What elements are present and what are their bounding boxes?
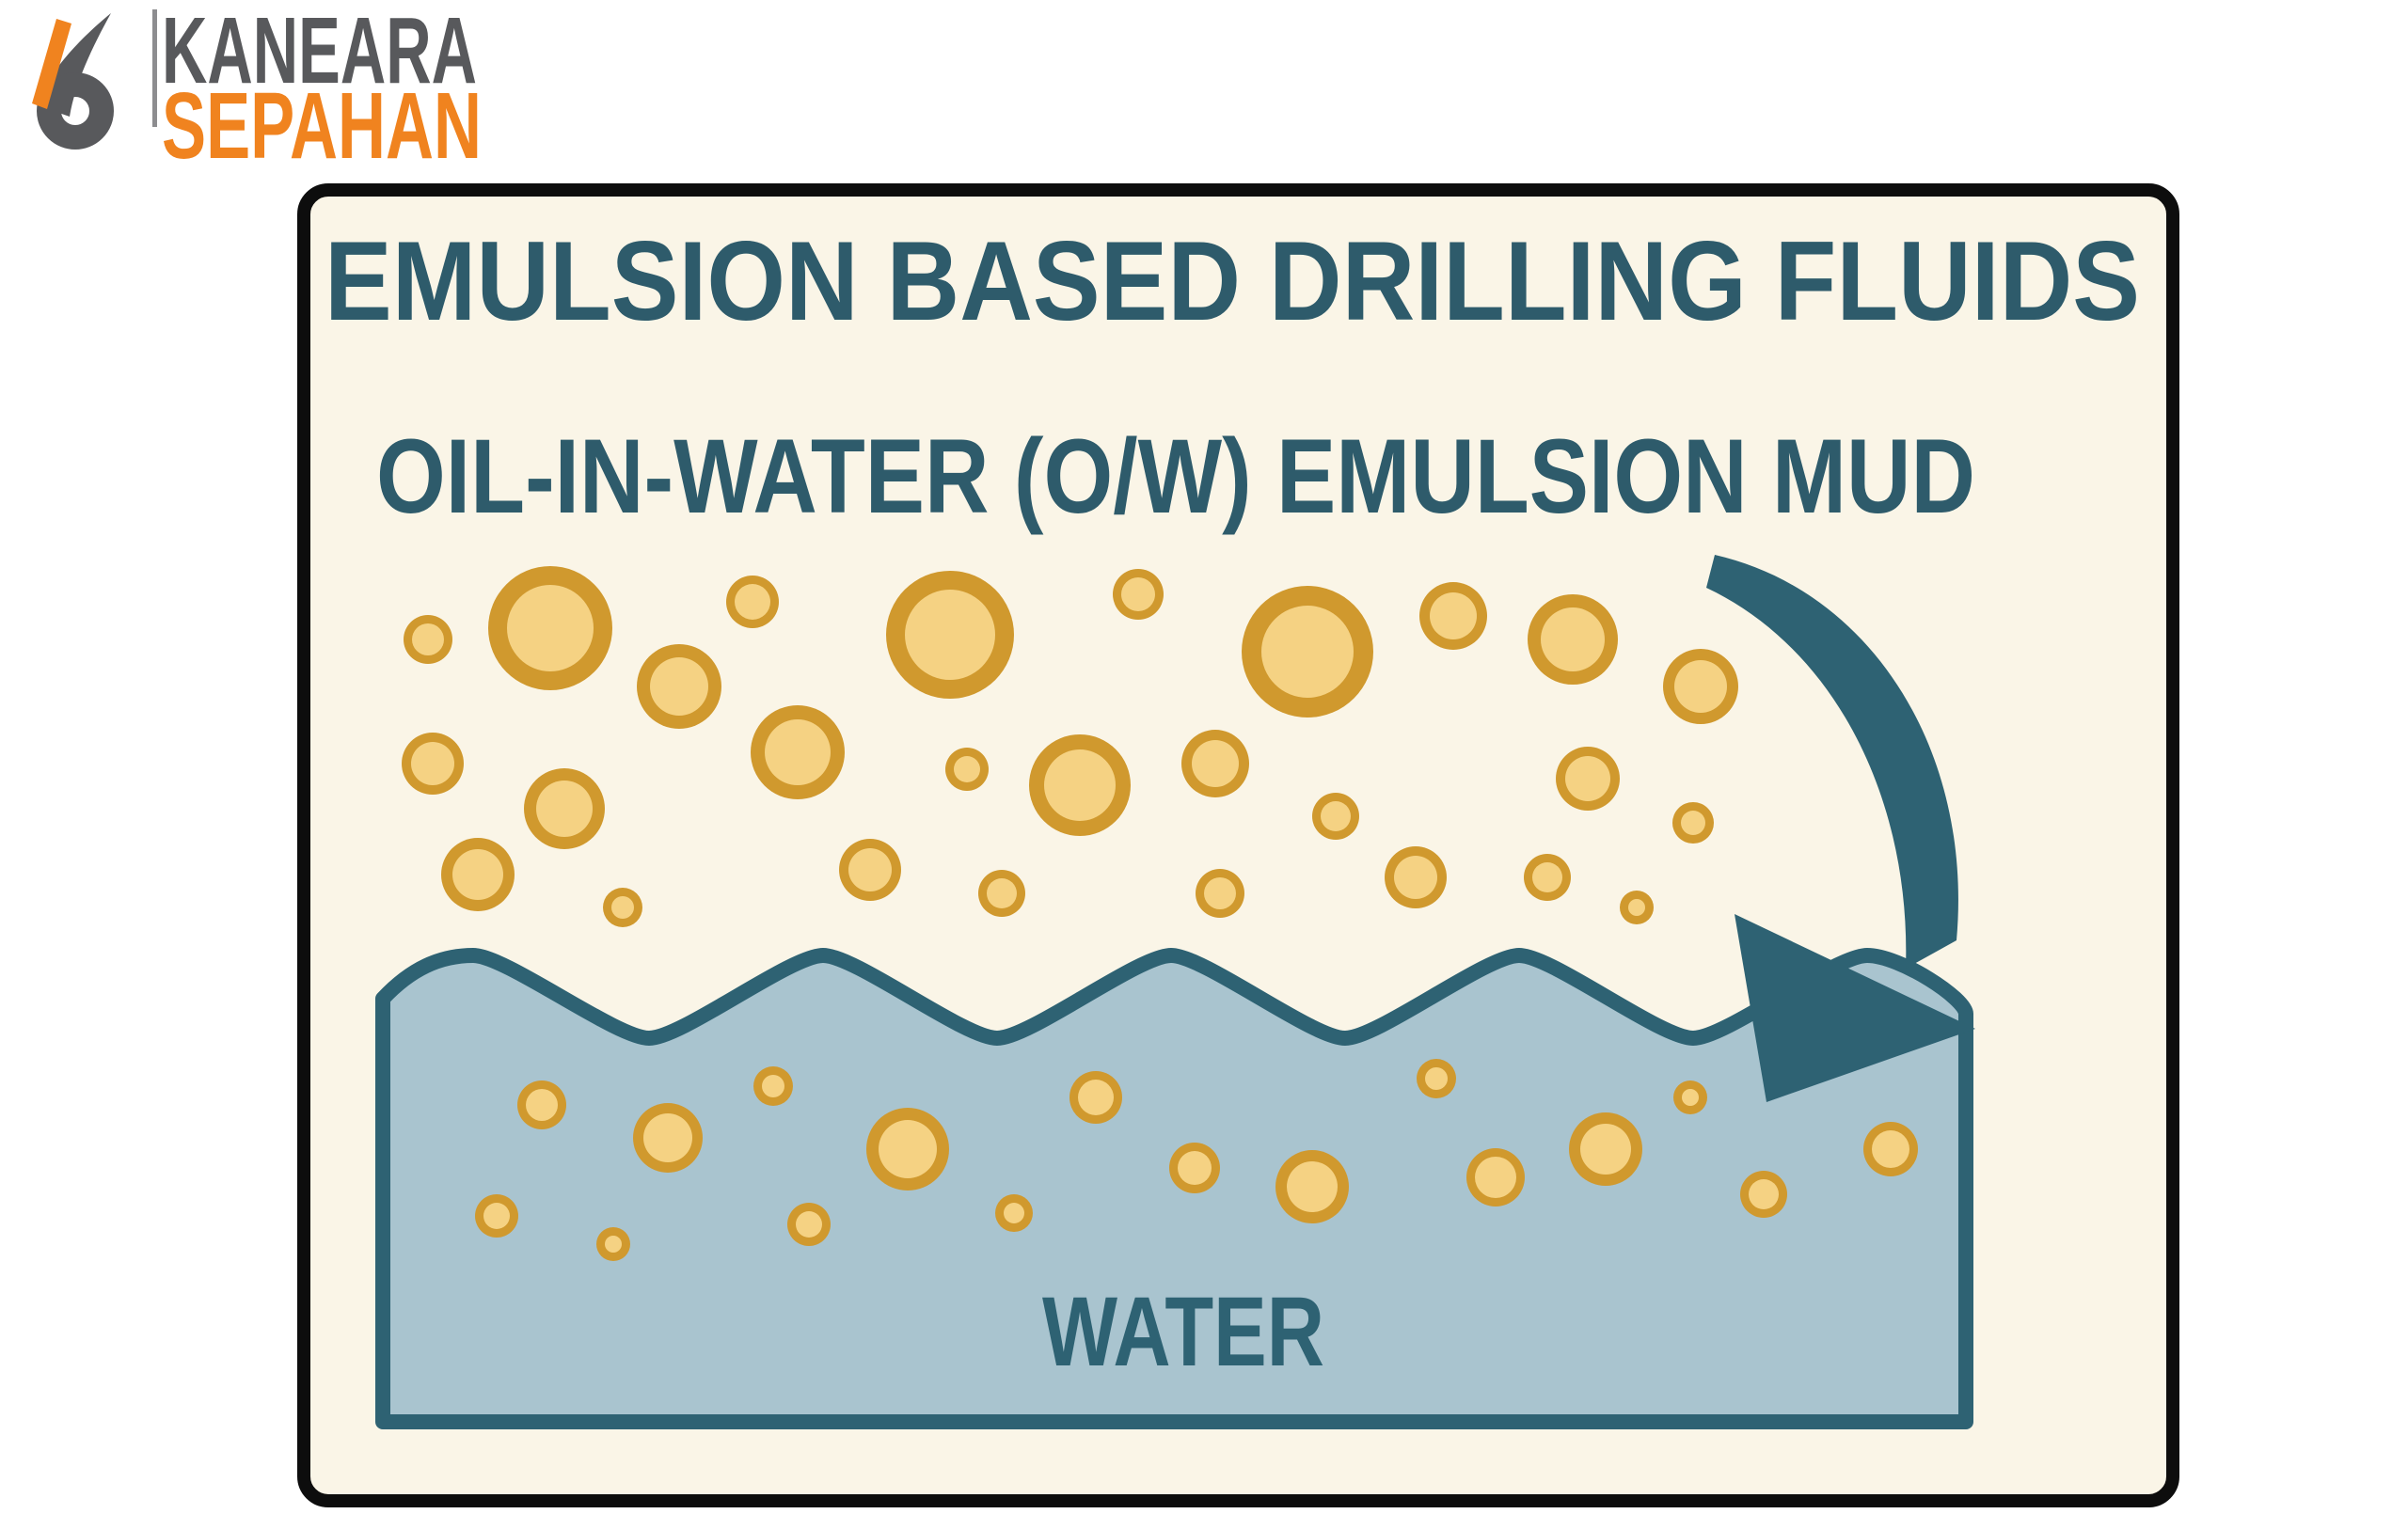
oil-droplet xyxy=(452,849,503,900)
water-label: WATER xyxy=(1042,1277,1324,1387)
oil-droplet xyxy=(1004,1203,1024,1223)
oil-droplet xyxy=(1674,660,1727,713)
logo-bowl-shape xyxy=(37,72,114,150)
oil-droplet xyxy=(1872,1130,1909,1168)
oil-droplet xyxy=(1287,1161,1338,1212)
oil-droplet xyxy=(1565,756,1610,801)
oil-droplet xyxy=(411,742,454,785)
oil-droplet xyxy=(1192,740,1239,787)
oil-droplet xyxy=(1261,606,1354,698)
oil-droplet xyxy=(611,896,634,919)
arrow-swoosh xyxy=(1706,555,1958,969)
oil-droplet xyxy=(848,848,892,891)
logo-divider xyxy=(152,9,157,127)
oil-droplet xyxy=(1178,1151,1212,1185)
oil-droplet xyxy=(879,1120,937,1178)
diagram-title: EMULSION BASED DRILLING FLUIDS xyxy=(325,218,2140,344)
oil-droplet xyxy=(1681,811,1705,835)
oil-droplet xyxy=(987,878,1017,908)
oil-droplet xyxy=(1580,1124,1631,1175)
oil-droplet xyxy=(1321,801,1351,831)
oil-droplet xyxy=(735,584,770,620)
oil-droplet xyxy=(412,623,444,655)
oil-droplet xyxy=(954,756,980,782)
oil-droplet xyxy=(1628,899,1645,916)
oil-droplet xyxy=(762,1075,784,1097)
logo-accent-shape xyxy=(32,19,71,109)
oil-droplet xyxy=(1541,607,1605,671)
oil-droplet xyxy=(605,1236,622,1253)
oil-droplet xyxy=(1749,1179,1779,1209)
oil-droplet xyxy=(1475,1157,1516,1198)
oil-droplet xyxy=(1204,877,1236,909)
oil-droplet xyxy=(1532,862,1562,892)
oil-droplet xyxy=(1430,592,1477,639)
oil-droplet xyxy=(1044,749,1116,821)
arrow-head xyxy=(1735,914,1975,1102)
oil-droplet xyxy=(483,1203,510,1229)
oil-droplet xyxy=(796,1211,822,1238)
oil-droplet xyxy=(1078,1080,1114,1115)
oil-droplet xyxy=(643,1113,692,1162)
oil-droplets-above-water xyxy=(402,566,1738,927)
oil-droplet xyxy=(536,781,593,837)
brand-name-top: KANEARA xyxy=(162,0,477,103)
oil-droplet xyxy=(1394,856,1437,899)
oil-droplet xyxy=(1425,1067,1448,1090)
logo-mark-icon xyxy=(32,13,114,150)
oil-droplet xyxy=(650,657,708,716)
diagram-subtitle: OIL-IN-WATER (O/W) EMULSION MUD xyxy=(376,418,1975,535)
curved-arrow-icon xyxy=(1706,555,1975,1102)
oil-droplet xyxy=(526,1089,558,1121)
oil-droplet xyxy=(1121,577,1155,611)
oil-droplet xyxy=(905,590,995,680)
oil-droplet xyxy=(765,719,831,785)
brand-name-bottom: SEPAHAN xyxy=(162,73,482,179)
company-logo: KANEARA SEPAHAN xyxy=(32,0,482,179)
oil-droplets-in-water xyxy=(475,1059,1918,1261)
oil-droplet xyxy=(1682,1089,1699,1106)
oil-droplet xyxy=(507,585,594,671)
